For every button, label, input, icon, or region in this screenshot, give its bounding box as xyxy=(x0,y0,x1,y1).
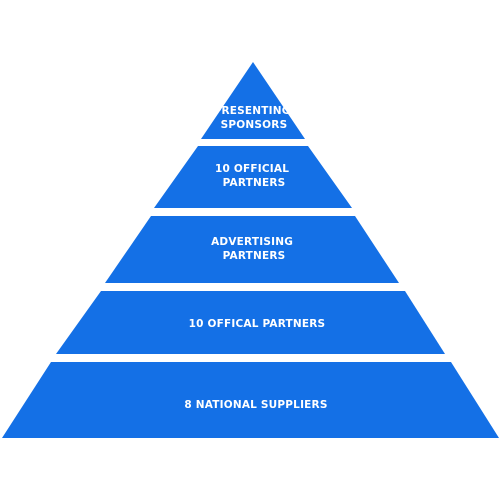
tier-1-shape xyxy=(201,62,305,139)
tier-3-label: ADVERTISING PARTNERS xyxy=(211,236,297,262)
tier-2-line-2: PARTNERS xyxy=(223,177,286,189)
tier-1-line-1: PRESENTING xyxy=(214,105,291,117)
tier-advertising-partners: ADVERTISING PARTNERS xyxy=(105,216,399,283)
tier-4-label: 10 OFFICAL PARTNERS xyxy=(189,318,326,330)
tier-3-line-2: PARTNERS xyxy=(223,250,286,262)
tier-8-national-suppliers: 8 NATIONAL SUPPLIERS xyxy=(2,362,499,438)
tier-5-line-1: 8 NATIONAL SUPPLIERS xyxy=(184,399,327,411)
tier-10-offical-partners: 10 OFFICAL PARTNERS xyxy=(56,291,445,354)
tier-4-shape xyxy=(56,291,445,354)
tier-5-shape xyxy=(2,362,499,438)
tier-4-line-1: 10 OFFICAL PARTNERS xyxy=(189,318,326,330)
tier-5-label: 8 NATIONAL SUPPLIERS xyxy=(184,399,327,411)
tier-3-line-1: ADVERTISING xyxy=(211,236,293,248)
tier-2-line-1: 10 OFFICIAL xyxy=(215,163,289,175)
tier-10-official-partners: 10 OFFICIAL PARTNERS xyxy=(154,146,352,208)
tier-2-shape xyxy=(154,146,352,208)
tier-1-line-2: SPONSORS xyxy=(221,119,288,131)
tier-1-label: PRESENTING SPONSORS xyxy=(214,105,295,131)
tier-3-shape xyxy=(105,216,399,283)
tier-2-label: 10 OFFICIAL PARTNERS xyxy=(215,163,293,189)
tier-presenting-sponsors: PRESENTING SPONSORS xyxy=(201,62,305,139)
